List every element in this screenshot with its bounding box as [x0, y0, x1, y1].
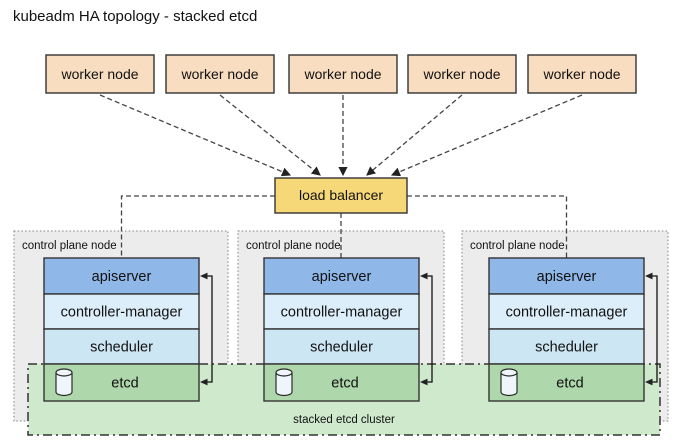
- etcd-apiserver-link: [651, 275, 658, 383]
- scheduler-label: scheduler: [90, 340, 153, 356]
- control-plane-label: control plane node: [470, 240, 565, 252]
- lb-to-apiserver-connectors: [120, 195, 568, 258]
- controller-manager-label: controller-manager: [506, 305, 628, 321]
- worker-node-3: worker node: [288, 54, 398, 94]
- apiserver-box: [263, 257, 420, 295]
- apiserver-label: apiserver: [537, 269, 597, 285]
- arrowhead-into-etcd: [645, 378, 653, 386]
- etcd-apiserver-link: [206, 275, 213, 383]
- control-plane-label: control plane node: [22, 240, 117, 252]
- component-stack-3: apiserver controller-manager scheduler e…: [488, 257, 658, 402]
- worker-arrow-4: [366, 94, 463, 176]
- diagram-title: kubeadm HA topology - stacked etcd: [13, 8, 257, 25]
- apiserver-box: [43, 257, 200, 295]
- controller-manager-label: controller-manager: [281, 305, 403, 321]
- lb-connector-right: [407, 195, 568, 258]
- component-stack-1: apiserver controller-manager scheduler e…: [43, 257, 213, 402]
- load-balancer-label: load balancer: [299, 187, 383, 203]
- arrowhead-into-apiserver: [420, 272, 428, 280]
- scheduler-label: scheduler: [535, 340, 598, 356]
- lb-connector-left: [120, 195, 275, 258]
- arrowhead-into-etcd: [200, 378, 208, 386]
- worker-node-box: [407, 54, 517, 94]
- etcd-apiserver-link: [426, 275, 433, 383]
- worker-arrow-5: [390, 94, 583, 177]
- worker-node-label: worker node: [542, 66, 620, 82]
- worker-node-label: worker node: [60, 66, 138, 82]
- load-balancer: load balancer: [274, 177, 408, 214]
- database-cylinder-icon: [55, 368, 73, 397]
- worker-node-label: worker node: [422, 66, 500, 82]
- database-cylinder-icon: [500, 368, 518, 397]
- control-plane-label: control plane node: [246, 240, 341, 252]
- worker-node-5: worker node: [527, 54, 637, 94]
- worker-node-box: [288, 54, 398, 94]
- worker-node-2: worker node: [165, 54, 275, 94]
- worker-arrow-1: [99, 94, 292, 177]
- apiserver-label: apiserver: [92, 269, 152, 285]
- worker-arrow-2: [219, 94, 321, 176]
- scheduler-box: [263, 328, 420, 365]
- etcd-label: etcd: [331, 376, 358, 392]
- apiserver-label: apiserver: [312, 269, 372, 285]
- scheduler-label: scheduler: [310, 340, 373, 356]
- worker-node-box: [165, 54, 275, 94]
- arrowhead-into-etcd: [420, 378, 428, 386]
- etcd-label: etcd: [111, 376, 138, 392]
- apiserver-box: [488, 257, 645, 295]
- controller-manager-box: [488, 293, 645, 330]
- worker-node-box: [45, 54, 155, 94]
- database-cylinder-icon: [275, 368, 293, 397]
- controller-manager-box: [263, 293, 420, 330]
- arrowhead-into-apiserver: [645, 272, 653, 280]
- load-balancer-box: [274, 177, 408, 214]
- worker-node-label: worker node: [180, 66, 258, 82]
- scheduler-box: [488, 328, 645, 365]
- worker-node-box: [527, 54, 637, 94]
- etcd-label: etcd: [556, 376, 583, 392]
- worker-node-label: worker node: [303, 66, 381, 82]
- worker-to-lb-arrows: [99, 94, 583, 177]
- scheduler-box: [43, 328, 200, 365]
- arrowhead-into-apiserver: [200, 272, 208, 280]
- worker-node-1: worker node: [45, 54, 155, 94]
- controller-manager-label: controller-manager: [61, 305, 183, 321]
- component-stack-2: apiserver controller-manager scheduler e…: [263, 257, 433, 402]
- worker-node-4: worker node: [407, 54, 517, 94]
- etcd-cluster-label: stacked etcd cluster: [293, 414, 395, 426]
